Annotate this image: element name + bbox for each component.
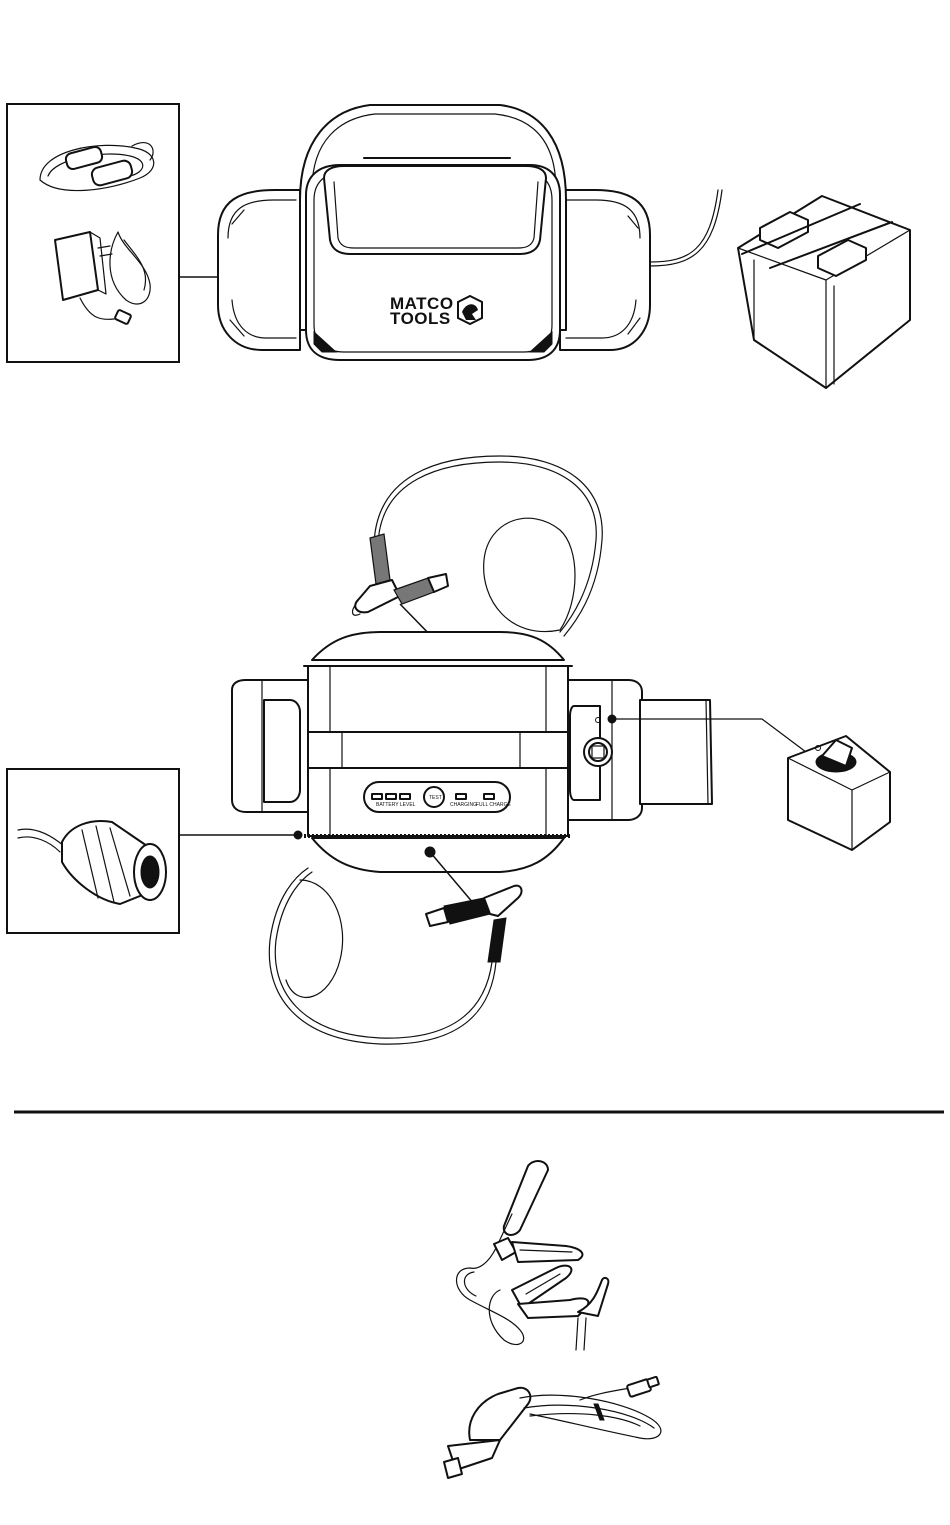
charger-top-view: BATTERY LEVEL TEST CHARGING FULL CHARGE <box>232 632 712 872</box>
full-charge-label: FULL CHARGE <box>476 802 511 808</box>
control-panel: BATTERY LEVEL TEST CHARGING FULL CHARGE <box>364 782 511 812</box>
accessory-inset-middle <box>7 769 179 933</box>
bottom-accessories <box>444 1161 661 1478</box>
test-label: TEST <box>429 795 442 801</box>
charging-label: CHARGING <box>450 802 477 808</box>
car-charger-cable-icon <box>444 1377 661 1478</box>
charger-front-view: MATCO TOOLS <box>218 105 722 360</box>
battery-with-knob-icon <box>788 736 890 850</box>
full-charge-led <box>484 794 494 799</box>
charging-led <box>456 794 466 799</box>
logo-emblem-icon <box>458 296 482 324</box>
black-clamp-cable <box>269 868 521 1044</box>
battery-level-label: BATTERY LEVEL <box>376 802 416 808</box>
logo-line2: TOOLS <box>390 309 451 328</box>
callout-dot <box>294 831 302 839</box>
battery-level-led-2 <box>386 794 396 799</box>
middle-figure: BATTERY LEVEL TEST CHARGING FULL CHARGE <box>7 456 890 1044</box>
battery-level-led-1 <box>372 794 382 799</box>
red-clamp-cable <box>353 456 603 636</box>
battery-level-led-3 <box>400 794 410 799</box>
vehicle-battery-icon <box>738 196 910 388</box>
top-figure: MATCO TOOLS <box>7 104 910 388</box>
clamp-cable-set-icon <box>457 1161 609 1350</box>
callout-dot <box>425 847 435 857</box>
accessory-inset-top <box>7 104 179 362</box>
